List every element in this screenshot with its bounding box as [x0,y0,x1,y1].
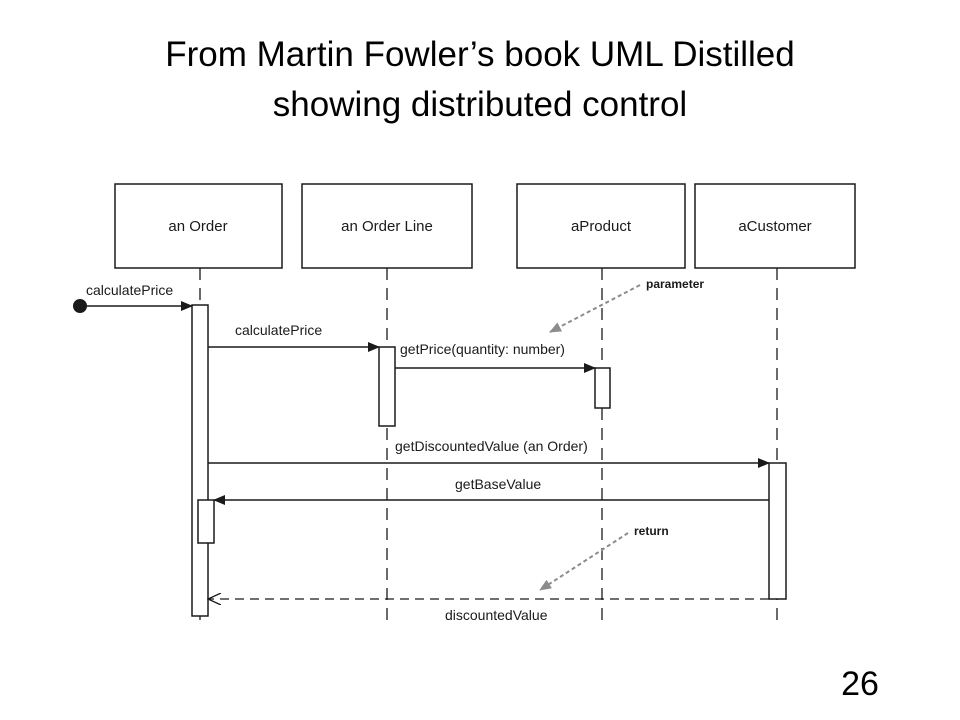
note-return-arrow [539,532,629,591]
activation-an-order-line [378,346,396,427]
note-parameter-arrow [549,284,641,333]
activation-aproduct [594,367,611,409]
participant-an-order-label: an Order [168,218,227,235]
message-calculateprice-found-label: calculatePrice [86,282,173,298]
participant-an-order-line-label: an Order Line [341,218,433,235]
message-calculateprice-label: calculatePrice [235,322,322,338]
message-getdiscountedvalue-label: getDiscountedValue (an Order) [395,438,588,454]
activation-acustomer [768,462,787,600]
activation-an-order [191,304,209,617]
activation-an-order-nested [197,499,215,544]
note-return-label: return [634,524,669,538]
participant-an-order-line: an Order Line [301,183,473,269]
slide-title-line-1: From Martin Fowler’s book UML Distilled [165,35,795,74]
slide-title-line-2: showing distributed control [272,85,688,124]
note-parameter-label: parameter [646,277,704,291]
message-getprice-label: getPrice(quantity: number) [400,341,565,357]
participant-aproduct-label: aProduct [571,218,632,235]
participant-aproduct: aProduct [516,183,686,269]
found-message-start-dot [73,299,87,313]
page-number: 26 [841,665,879,703]
participant-an-order: an Order [114,183,283,269]
participant-acustomer-label: aCustomer [738,218,811,235]
message-discountedvalue-label: discountedValue [445,607,548,623]
participant-acustomer: aCustomer [694,183,856,269]
message-getbasevalue-label: getBaseValue [455,476,541,492]
slide-title: From Martin Fowler’s book UML Distilled … [0,30,960,130]
